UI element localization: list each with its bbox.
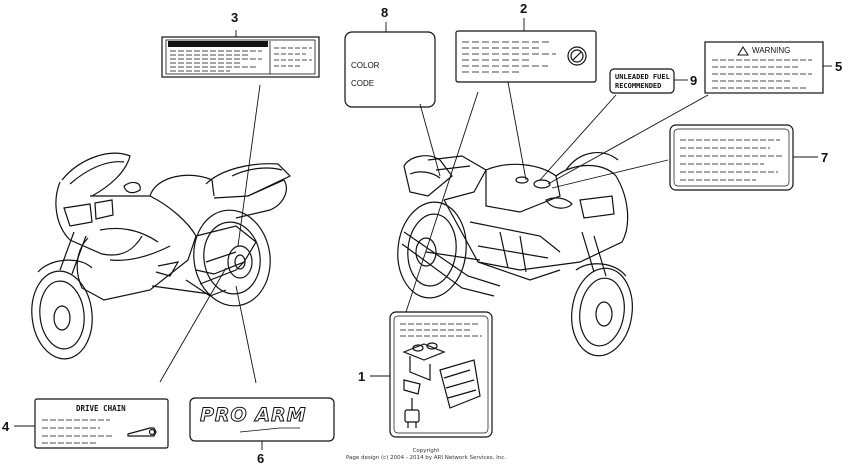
code-label: CODE: [351, 79, 375, 88]
warning-triangle-icon: [737, 46, 749, 56]
chain-adjuster-icon: [127, 427, 157, 437]
fuel-cap-icon: [567, 46, 587, 66]
label-7-panel: [669, 124, 794, 191]
callout-7: 7: [821, 150, 829, 165]
warning-title: WARNING: [752, 46, 791, 55]
label-2-panel: [455, 30, 597, 83]
callout-2: 2: [520, 1, 528, 16]
label-8-panel: [344, 31, 436, 108]
left-motorcycle: [31, 152, 292, 360]
callout-1: 1: [358, 369, 366, 384]
callout-9: 9: [690, 73, 698, 88]
callout-3: 3: [231, 10, 239, 25]
label-3-panel: [161, 36, 320, 78]
callout-5: 5: [835, 59, 843, 74]
copyright-line: Copyright: [412, 448, 440, 454]
pro-arm-logo: PRO ARM: [200, 404, 307, 427]
unleaded-fuel-text: UNLEADED FUEL: [615, 73, 670, 81]
callout-6: 6: [257, 451, 265, 466]
label-5-panel: [704, 41, 824, 94]
recommended-text: RECOMMENDED: [615, 82, 662, 90]
color-label: COLOR: [351, 61, 380, 70]
label-1-panel: [389, 311, 493, 438]
callout-4: 4: [2, 419, 10, 434]
leader-lines: [14, 18, 832, 450]
page-design-credit: Page design (c) 2004 - 2014 by ARI Netwo…: [345, 455, 507, 461]
right-motorcycle: [397, 152, 633, 357]
label-4-panel: [34, 398, 169, 449]
drive-chain-title: DRIVE CHAIN: [76, 404, 126, 413]
label-9-panel: [609, 68, 675, 94]
callout-8: 8: [381, 5, 389, 20]
